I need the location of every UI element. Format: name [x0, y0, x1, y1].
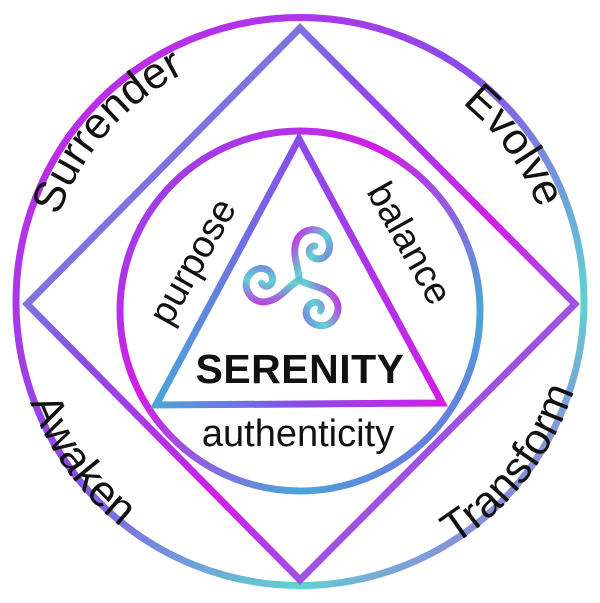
label-balance: balance — [358, 175, 460, 312]
inner-circle — [116, 127, 484, 495]
label-evolve-path: Evolve — [455, 74, 574, 213]
diamond-square — [22, 23, 580, 585]
label-authenticity: authenticity — [202, 413, 394, 455]
outer-circle — [12, 14, 588, 589]
inner-triangle — [150, 131, 448, 409]
label-evolve: Evolve — [455, 74, 574, 213]
label-balance-path: balance — [358, 175, 460, 312]
triskele-spiral-icon — [242, 226, 342, 330]
center-title: SERENITY — [195, 346, 404, 392]
